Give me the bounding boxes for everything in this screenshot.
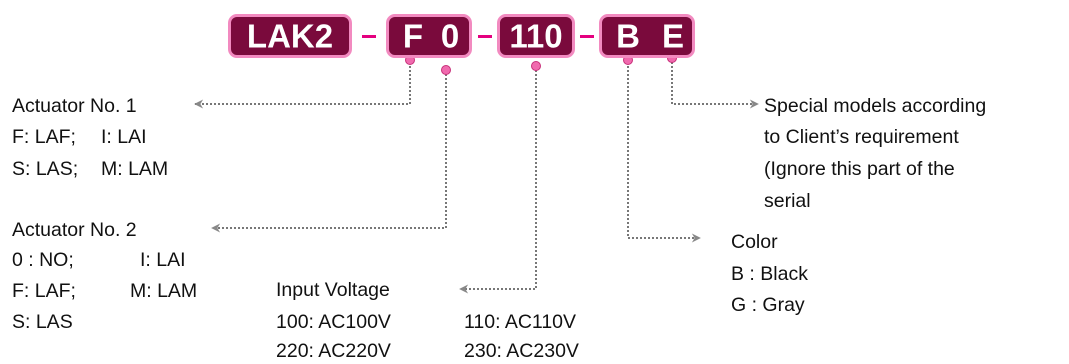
code-options-box: B E	[599, 14, 695, 58]
connector-voltage	[459, 66, 537, 294]
legend-special-line4: serial	[764, 190, 811, 212]
pin-actuator2	[441, 65, 451, 75]
code-series-text: LAK2	[246, 17, 334, 55]
legend-actuator1-row1-right: I: LAI	[101, 126, 147, 148]
legend-actuator1-row2-right: M: LAM	[101, 158, 169, 180]
legend-actuator2-row2-right: M: LAM	[130, 280, 198, 302]
separator-dash-1	[362, 35, 376, 38]
code-series-box: LAK2	[228, 14, 352, 58]
pin-voltage	[531, 61, 541, 71]
legend-special-line3: (Ignore this part of the	[764, 158, 955, 180]
legend-special-line1: Special models according	[764, 95, 987, 117]
code-voltage-text: 110	[509, 17, 563, 55]
legend-actuator2-row3-left: S: LAS	[12, 311, 73, 333]
legend-voltage-row2-right: 230: AC230V	[464, 340, 579, 362]
legend-actuator2-row2-left: F: LAF;	[12, 280, 76, 302]
legend-voltage-row1-right: 110: AC110V	[464, 311, 577, 333]
legend-actuator1-row1-left: F: LAF;	[12, 126, 76, 148]
legend-color-row2: G : Gray	[731, 294, 805, 316]
legend-voltage-title: Input Voltage	[276, 279, 390, 301]
connector-actuator2	[211, 70, 447, 233]
connector-actuator1	[194, 62, 411, 109]
code-actuator2-char: 0	[440, 17, 460, 55]
separator-dash-2	[478, 35, 492, 38]
code-special-char: E	[661, 17, 685, 55]
legend-actuator2-title: Actuator No. 2	[12, 219, 137, 241]
connector-color	[627, 62, 701, 243]
code-voltage-box: 110	[497, 14, 575, 58]
connector-special	[671, 58, 759, 109]
code-actuator1-char: F	[402, 17, 424, 55]
code-color-char: B	[616, 17, 640, 55]
legend-special-line2: to Client’s requirement	[764, 126, 959, 148]
code-actuators-box: F 0	[386, 14, 472, 58]
legend-color-title: Color	[731, 231, 778, 253]
legend-actuator2-row1-left: 0 : NO;	[12, 249, 74, 271]
legend-color-row1: B : Black	[731, 263, 808, 285]
legend-voltage-row2-left: 220: AC220V	[276, 340, 391, 362]
legend-voltage-row1-left: 100: AC100V	[276, 311, 391, 333]
legend-actuator1-title: Actuator No. 1	[12, 95, 137, 117]
separator-dash-3	[580, 35, 594, 38]
legend-actuator1-row2-left: S: LAS;	[12, 158, 79, 180]
legend-actuator2-row1-right: I: LAI	[140, 249, 186, 271]
